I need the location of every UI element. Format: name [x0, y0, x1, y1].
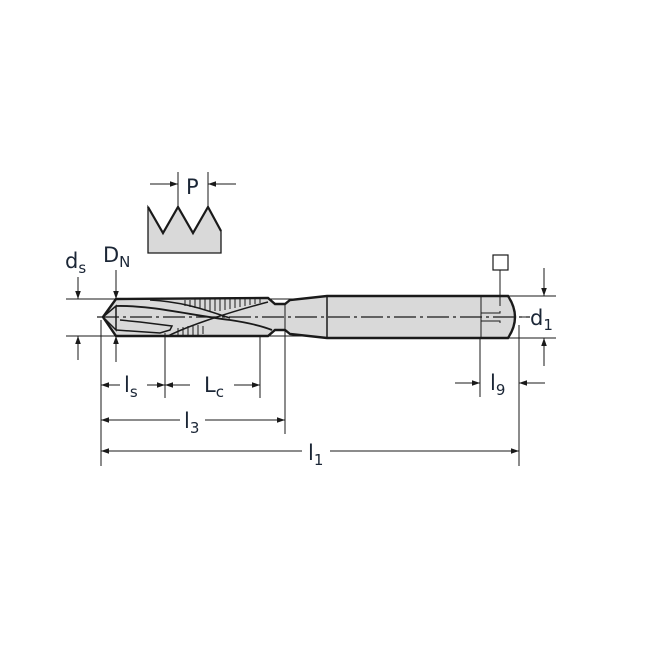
pitch-label: P: [186, 175, 199, 199]
square-drive-icon: [492, 254, 509, 306]
ls-lc-dimension: ls Lc: [101, 373, 260, 401]
svg-text:l1: l1: [308, 441, 323, 469]
thread-hatching: [177, 299, 261, 336]
d1-label: d: [530, 306, 543, 330]
svg-text:d1: d1: [530, 306, 553, 334]
svg-text:Lc: Lc: [204, 373, 224, 401]
ds-dimension: ds: [65, 249, 86, 360]
dn-dimension: DN: [103, 243, 130, 362]
svg-text:l3: l3: [184, 409, 199, 437]
drill-body: [97, 294, 530, 340]
l3-label: l: [184, 409, 190, 433]
l3-dimension: l3: [101, 409, 285, 437]
lc-label: L: [204, 373, 216, 397]
ls-label: l: [124, 373, 130, 397]
svg-text:l9: l9: [490, 371, 505, 399]
l9-dimension: l9: [455, 371, 545, 399]
svg-text:DN: DN: [103, 243, 130, 271]
ds-label: d: [65, 249, 78, 273]
l1-dimension: l1: [101, 441, 519, 469]
thread-profile: P: [147, 172, 236, 254]
dn-label: D: [103, 243, 119, 267]
l1-label: l: [308, 441, 314, 465]
d1-dimension: d1: [520, 268, 553, 366]
length-extension-lines: [100, 320, 520, 466]
svg-text:ls: ls: [124, 373, 138, 401]
l9-label: l: [490, 371, 496, 395]
svg-text:ds: ds: [65, 249, 86, 277]
